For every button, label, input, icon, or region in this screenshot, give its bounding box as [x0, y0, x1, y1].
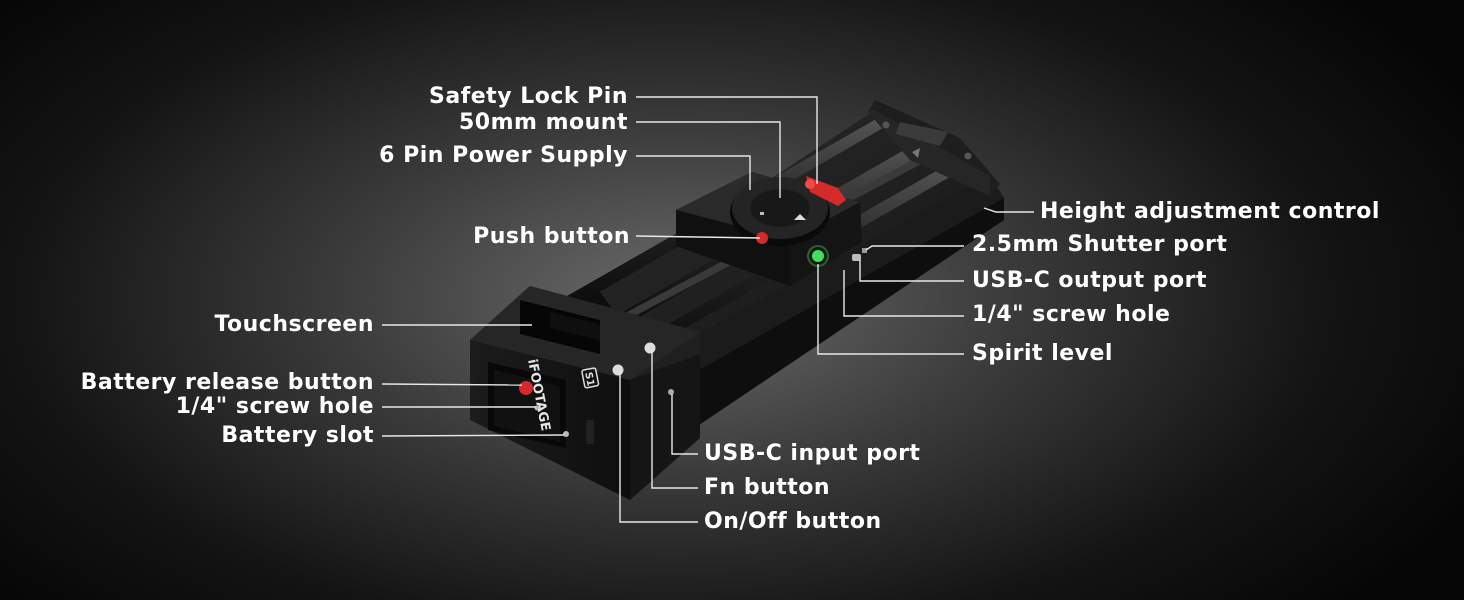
label-on-off-button: On/Off button [704, 509, 882, 534]
label-fn-button: Fn button [704, 475, 831, 500]
label-height-adjustment-control: Height adjustment control [1040, 199, 1380, 224]
label-push-button: Push button [473, 224, 630, 249]
label-safety-lock-pin: Safety Lock Pin [429, 84, 628, 109]
leader-spirit-level [817, 264, 964, 355]
leader-on-off-button [619, 372, 698, 523]
label-shutter-port: 2.5mm Shutter port [972, 232, 1228, 257]
label-usb-c-output-port: USB-C output port [972, 268, 1208, 293]
label-spirit-level: Spirit level [972, 341, 1113, 366]
leader-usb-c-output-port [859, 260, 964, 282]
leader-screw-hole-right [843, 270, 964, 317]
carriage [676, 172, 867, 286]
label-6-pin-power-supply: 6 Pin Power Supply [379, 143, 628, 168]
svg-text:S1: S1 [582, 371, 596, 387]
control-head: iFOOTAGE S1 [470, 286, 700, 500]
leader-battery-release-button [381, 383, 523, 386]
leader-push-button [635, 235, 761, 239]
leader-50mm-mount [636, 121, 781, 198]
model-badge: S1 [581, 367, 600, 389]
label-usb-c-input-port: USB-C input port [704, 441, 921, 466]
label-screw-hole-right: 1/4" screw hole [972, 302, 1171, 327]
leader-6-pin-power-supply [636, 155, 751, 190]
leader-usb-c-input-port [671, 394, 698, 455]
leader-height-adjustment-control [983, 207, 1034, 213]
leader-fn-button [651, 350, 698, 489]
label-50mm-mount: 50mm mount [458, 110, 628, 135]
label-battery-release-button: Battery release button [80, 370, 374, 395]
leader-battery-slot [381, 434, 565, 437]
label-touchscreen: Touchscreen [214, 312, 374, 337]
leader-shutter-port [865, 245, 964, 251]
label-screw-hole-left: 1/4" screw hole [175, 394, 374, 419]
label-battery-slot: Battery slot [221, 423, 374, 448]
leader-safety-lock-pin [636, 96, 818, 184]
